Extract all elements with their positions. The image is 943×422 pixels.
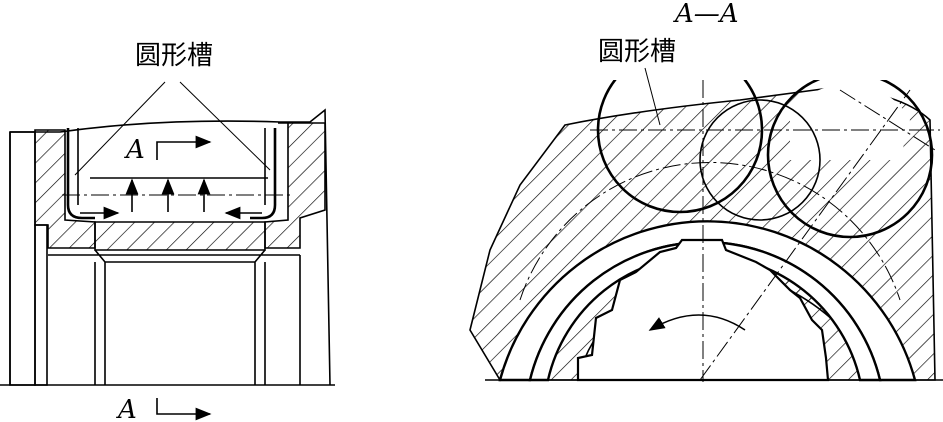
left-groove-label: 圆形槽	[135, 41, 213, 71]
right-groove-label: 圆形槽	[598, 37, 676, 67]
shaft-bore	[48, 249, 301, 385]
section-letter-bottom: A	[116, 395, 137, 422]
leader-line-left	[74, 81, 166, 176]
section-mark-top	[156, 135, 212, 160]
round-groove-left	[66, 128, 95, 220]
central-ring-hatch	[94, 221, 266, 251]
round-groove-3	[699, 99, 821, 221]
round-groove-2-cut	[790, 83, 910, 160]
diagonal-centerline-1	[699, 89, 911, 381]
round-groove-2	[766, 80, 934, 239]
rotation-arrow	[648, 314, 746, 331]
right-body-hatch	[264, 122, 326, 249]
round-groove-right	[250, 128, 277, 220]
left-section-view: 圆形槽 A A	[0, 41, 335, 422]
left-flange	[9, 131, 36, 386]
left-body-hatch	[34, 129, 96, 249]
right-section-view: A—A 圆形槽	[469, 0, 943, 382]
left-flange-inner	[34, 224, 48, 386]
spline-bore	[576, 238, 830, 382]
section-letter-top: A	[124, 135, 145, 165]
section-mark-bottom	[156, 398, 212, 421]
leader-line-right	[179, 81, 271, 171]
pitch-circle-arc	[519, 162, 901, 301]
section-title: A—A	[673, 0, 739, 29]
diagonal-centerline-2	[839, 89, 936, 151]
